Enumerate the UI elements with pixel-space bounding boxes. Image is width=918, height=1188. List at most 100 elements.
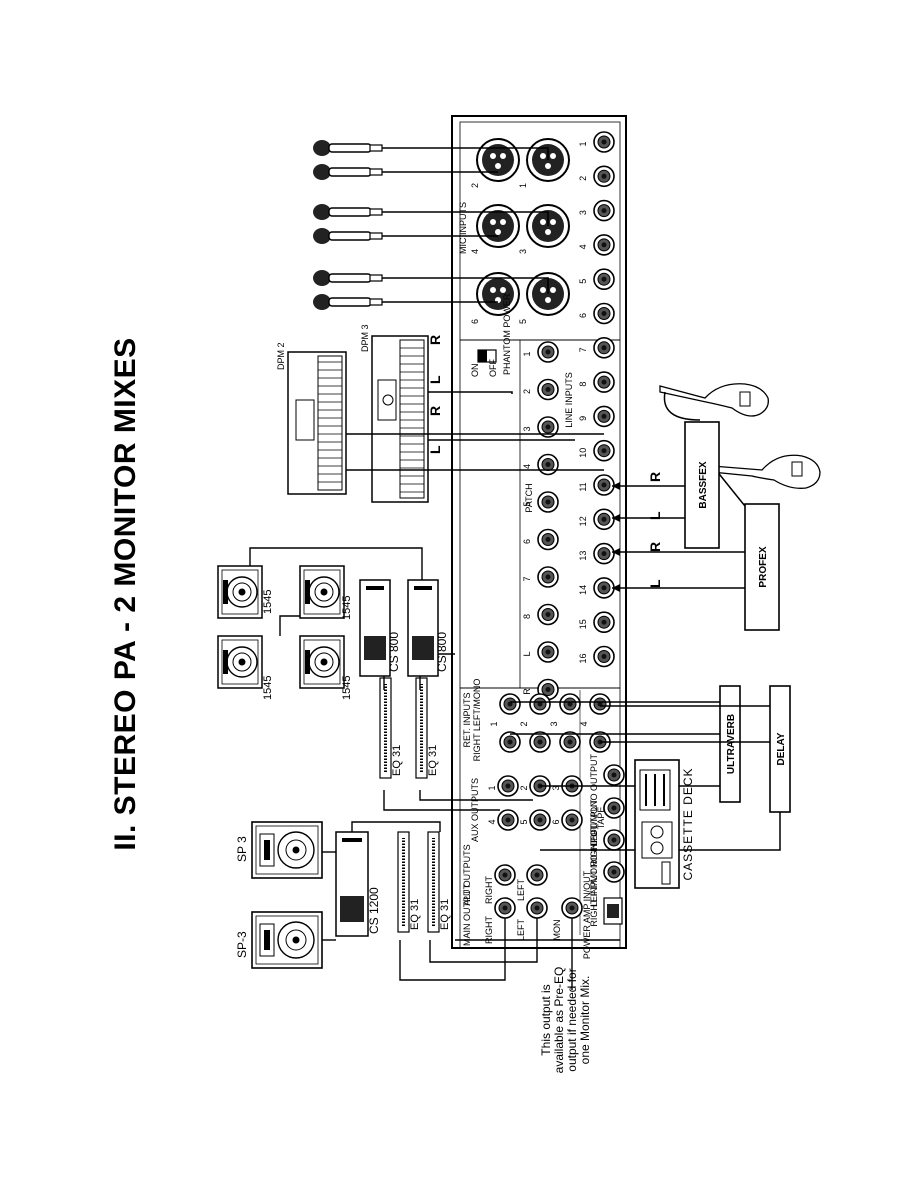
- tape-jack[interactable]: [603, 829, 625, 851]
- line-input-number: 11: [578, 482, 588, 491]
- speaker-icon: [299, 635, 345, 689]
- patch-jack[interactable]: [537, 378, 559, 401]
- patch-jack[interactable]: [537, 566, 559, 588]
- tape-jack[interactable]: [603, 861, 625, 883]
- cassette-deck[interactable]: CASSETTE DECK: [634, 759, 695, 889]
- patch-number: L: [522, 651, 532, 656]
- line-input-jack[interactable]: [593, 302, 615, 325]
- ret-number: 2: [519, 721, 529, 726]
- alt-outputs-label: ALT OUTPUTS: [462, 844, 472, 905]
- fx-return-cables: [510, 701, 781, 851]
- line-input-jack[interactable]: [593, 131, 615, 153]
- tape-io: LEFT/MONO OUTPUT RIGHT OUTPUT TAPE LEFT/…: [582, 753, 625, 959]
- mic-number: 6: [470, 319, 480, 324]
- line-input-jack[interactable]: [593, 268, 615, 291]
- eq-31-unit[interactable]: EQ 31: [414, 676, 439, 780]
- line-input-jack[interactable]: [593, 336, 615, 359]
- line-input-number: 14: [578, 585, 588, 595]
- microphone-icon: [312, 269, 383, 287]
- line-input-jack[interactable]: [593, 199, 615, 222]
- line-input-jack[interactable]: [593, 439, 615, 462]
- patch-number: R: [522, 688, 532, 695]
- aux-output-jack[interactable]: [529, 809, 551, 831]
- dpm-lr-labels: R L R L: [427, 335, 443, 454]
- cs-800-label: CS 800: [387, 632, 401, 672]
- main-output-label: MAIN OUTPUT: [462, 883, 472, 946]
- line-input-jack[interactable]: [593, 577, 615, 599]
- delay-unit[interactable]: DELAY: [769, 685, 791, 813]
- alt-left-jack[interactable]: [526, 864, 548, 886]
- profex-unit[interactable]: PROFEX: [744, 503, 780, 631]
- ret-right-jack[interactable]: [589, 693, 611, 715]
- tape-right-output-label: RIGHT OUTPUT: [589, 799, 599, 867]
- line-input-number: 2: [578, 176, 588, 181]
- bassfex-unit[interactable]: BASSFEX: [684, 421, 720, 549]
- ret-right-jack[interactable]: [559, 693, 581, 715]
- note-text: This output is available as Pre-EQ outpu…: [540, 966, 592, 1074]
- cs-1200-label: CS 1200: [367, 887, 381, 934]
- aux-output-jack[interactable]: [497, 775, 519, 797]
- microphone-icon: [312, 293, 383, 311]
- ret-left-jack[interactable]: [529, 731, 551, 753]
- alt-right-label: RIGHT: [484, 876, 494, 905]
- aux-output-jack[interactable]: [497, 809, 519, 831]
- eq-31-unit[interactable]: EQ 31: [426, 830, 451, 934]
- guitar-cables: [663, 391, 746, 507]
- aux-output-jack[interactable]: [561, 809, 583, 831]
- ret-sub-label: RIGHT LEFT/MONO: [472, 679, 482, 762]
- ret-left-jack[interactable]: [499, 731, 521, 753]
- cs-800-amp[interactable]: CS 800: [407, 579, 449, 677]
- ret-right-jack[interactable]: [529, 693, 551, 715]
- patch-jack[interactable]: [537, 491, 559, 513]
- patch-jack[interactable]: [537, 603, 559, 626]
- ultraverb-unit[interactable]: ULTRAVERB: [719, 685, 741, 803]
- microphone-icon: [312, 203, 383, 221]
- main-outputs: MAIN OUTPUT ALT OUTPUTS RIGHT LEFT MON R…: [462, 844, 583, 946]
- cs-800-amp[interactable]: CS 800: [359, 579, 401, 677]
- line-input-jack[interactable]: [593, 474, 615, 496]
- line-input-number: 10: [578, 448, 588, 458]
- mic-number: 5: [518, 319, 528, 324]
- patch-jack[interactable]: [537, 528, 559, 551]
- line-input-jack[interactable]: [593, 508, 615, 531]
- eq-31-unit[interactable]: EQ 31: [396, 830, 421, 934]
- tape-left-output-label: LEFT/MONO OUTPUT: [589, 753, 599, 846]
- tape-jack[interactable]: [603, 797, 625, 819]
- patch-jack[interactable]: [537, 341, 559, 363]
- pre-eq-note: This output is available as Pre-EQ outpu…: [540, 966, 592, 1074]
- line-input-jack[interactable]: [593, 405, 615, 428]
- phantom-power-label: PHANTOM POWER: [502, 293, 512, 375]
- line-input-number: 6: [578, 313, 588, 318]
- line-input-number: 8: [578, 382, 588, 387]
- aux-number: 3: [551, 785, 561, 790]
- patch-jack[interactable]: [537, 453, 559, 476]
- line-input-number: 3: [578, 210, 588, 215]
- alt-right-jack[interactable]: [494, 864, 516, 886]
- mon-jack[interactable]: [561, 897, 583, 919]
- main-right-jack[interactable]: [494, 897, 516, 919]
- mic-number: 4: [470, 249, 480, 254]
- cs-1200-amp[interactable]: CS 1200: [335, 831, 381, 937]
- line-input-jack[interactable]: [593, 371, 615, 393]
- tape-jack[interactable]: [603, 764, 625, 786]
- patch-number: 5: [522, 501, 532, 506]
- monitor-speakers: 1545 1545 1545 1545: [217, 565, 353, 700]
- speaker-icon: [217, 565, 263, 619]
- ret-left-jack[interactable]: [559, 731, 581, 753]
- line-input-jack[interactable]: [593, 542, 615, 565]
- ret-right-jack[interactable]: [499, 693, 521, 715]
- line-input-number: 15: [578, 619, 588, 629]
- phantom-switch[interactable]: ON OFF PHANTOM POWER: [470, 293, 512, 377]
- speaker-1545-label: 1545: [341, 676, 353, 700]
- phantom-on-label: ON: [470, 364, 480, 378]
- xlr-jack[interactable]: [476, 138, 520, 182]
- xlr-jack[interactable]: [476, 272, 520, 316]
- line-input-jack[interactable]: [593, 611, 615, 634]
- patch-number: 8: [522, 614, 532, 619]
- main-left-jack[interactable]: [526, 897, 548, 919]
- line-input-jack[interactable]: [593, 165, 615, 188]
- patch-jack[interactable]: [537, 641, 559, 663]
- eq-31-unit[interactable]: EQ 31: [378, 676, 403, 780]
- line-input-jack[interactable]: [593, 645, 615, 668]
- line-input-jack[interactable]: [593, 234, 615, 256]
